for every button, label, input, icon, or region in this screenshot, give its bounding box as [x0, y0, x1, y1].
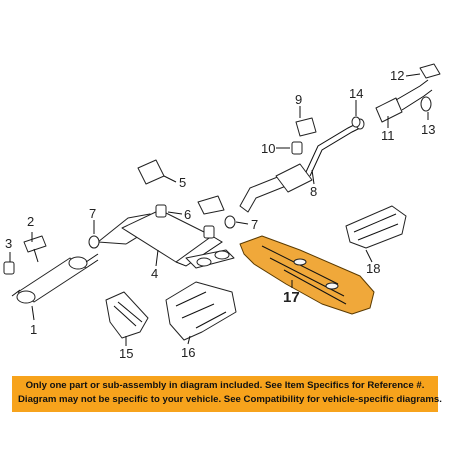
part-2-bracket [23, 235, 47, 263]
part-5-hanger [137, 159, 225, 215]
callout-8: 8 [310, 184, 317, 199]
callout-13: 13 [421, 122, 435, 137]
leader-lines [9, 73, 429, 346]
callout-16: 16 [181, 345, 195, 360]
callout-5: 5 [179, 175, 186, 190]
part-18-heat-shield [345, 205, 407, 249]
part-12-flange [419, 63, 441, 79]
callout-11: 11 [381, 128, 395, 143]
callout-10: 10 [261, 141, 275, 156]
callout-2: 2 [27, 214, 34, 229]
part-1-front-muffler [11, 253, 99, 304]
callout-14: 14 [349, 86, 363, 101]
disclaimer-line-1: Only one part or sub-assembly in diagram… [25, 380, 425, 391]
part-15-heat-shield [105, 291, 149, 339]
callout-4: 4 [151, 266, 158, 281]
part-3-insulator [3, 261, 15, 275]
part-7-gasket [88, 215, 236, 249]
part-14-clamp [351, 116, 361, 128]
callout-17: 17 [283, 289, 300, 306]
part-16-heat-shield [165, 281, 237, 341]
callout-15: 15 [119, 346, 133, 361]
disclaimer-banner: Only one part or sub-assembly in diagram… [12, 376, 442, 412]
disclaimer-line-2: Diagram may not be specific to your vehi… [18, 394, 442, 405]
part-13-gasket [420, 96, 432, 112]
part-10-insulator [291, 141, 303, 155]
part-17-heat-shield-highlighted [239, 235, 375, 315]
callout-18: 18 [366, 261, 380, 276]
part-4-rear-muffler [97, 209, 235, 269]
callout-1: 1 [30, 322, 37, 337]
callout-labels: 1 2 3 4 5 6 7 7 8 9 10 11 12 13 14 15 16… [5, 68, 435, 361]
part-6-insulator [155, 204, 215, 239]
part-11-front-pipe [375, 79, 433, 123]
callout-7b: 7 [251, 217, 258, 232]
callout-12: 12 [390, 68, 404, 83]
callout-9: 9 [295, 92, 302, 107]
part-9-hanger [295, 117, 317, 137]
callout-3: 3 [5, 236, 12, 251]
callout-6: 6 [184, 207, 191, 222]
callout-7a: 7 [89, 206, 96, 221]
